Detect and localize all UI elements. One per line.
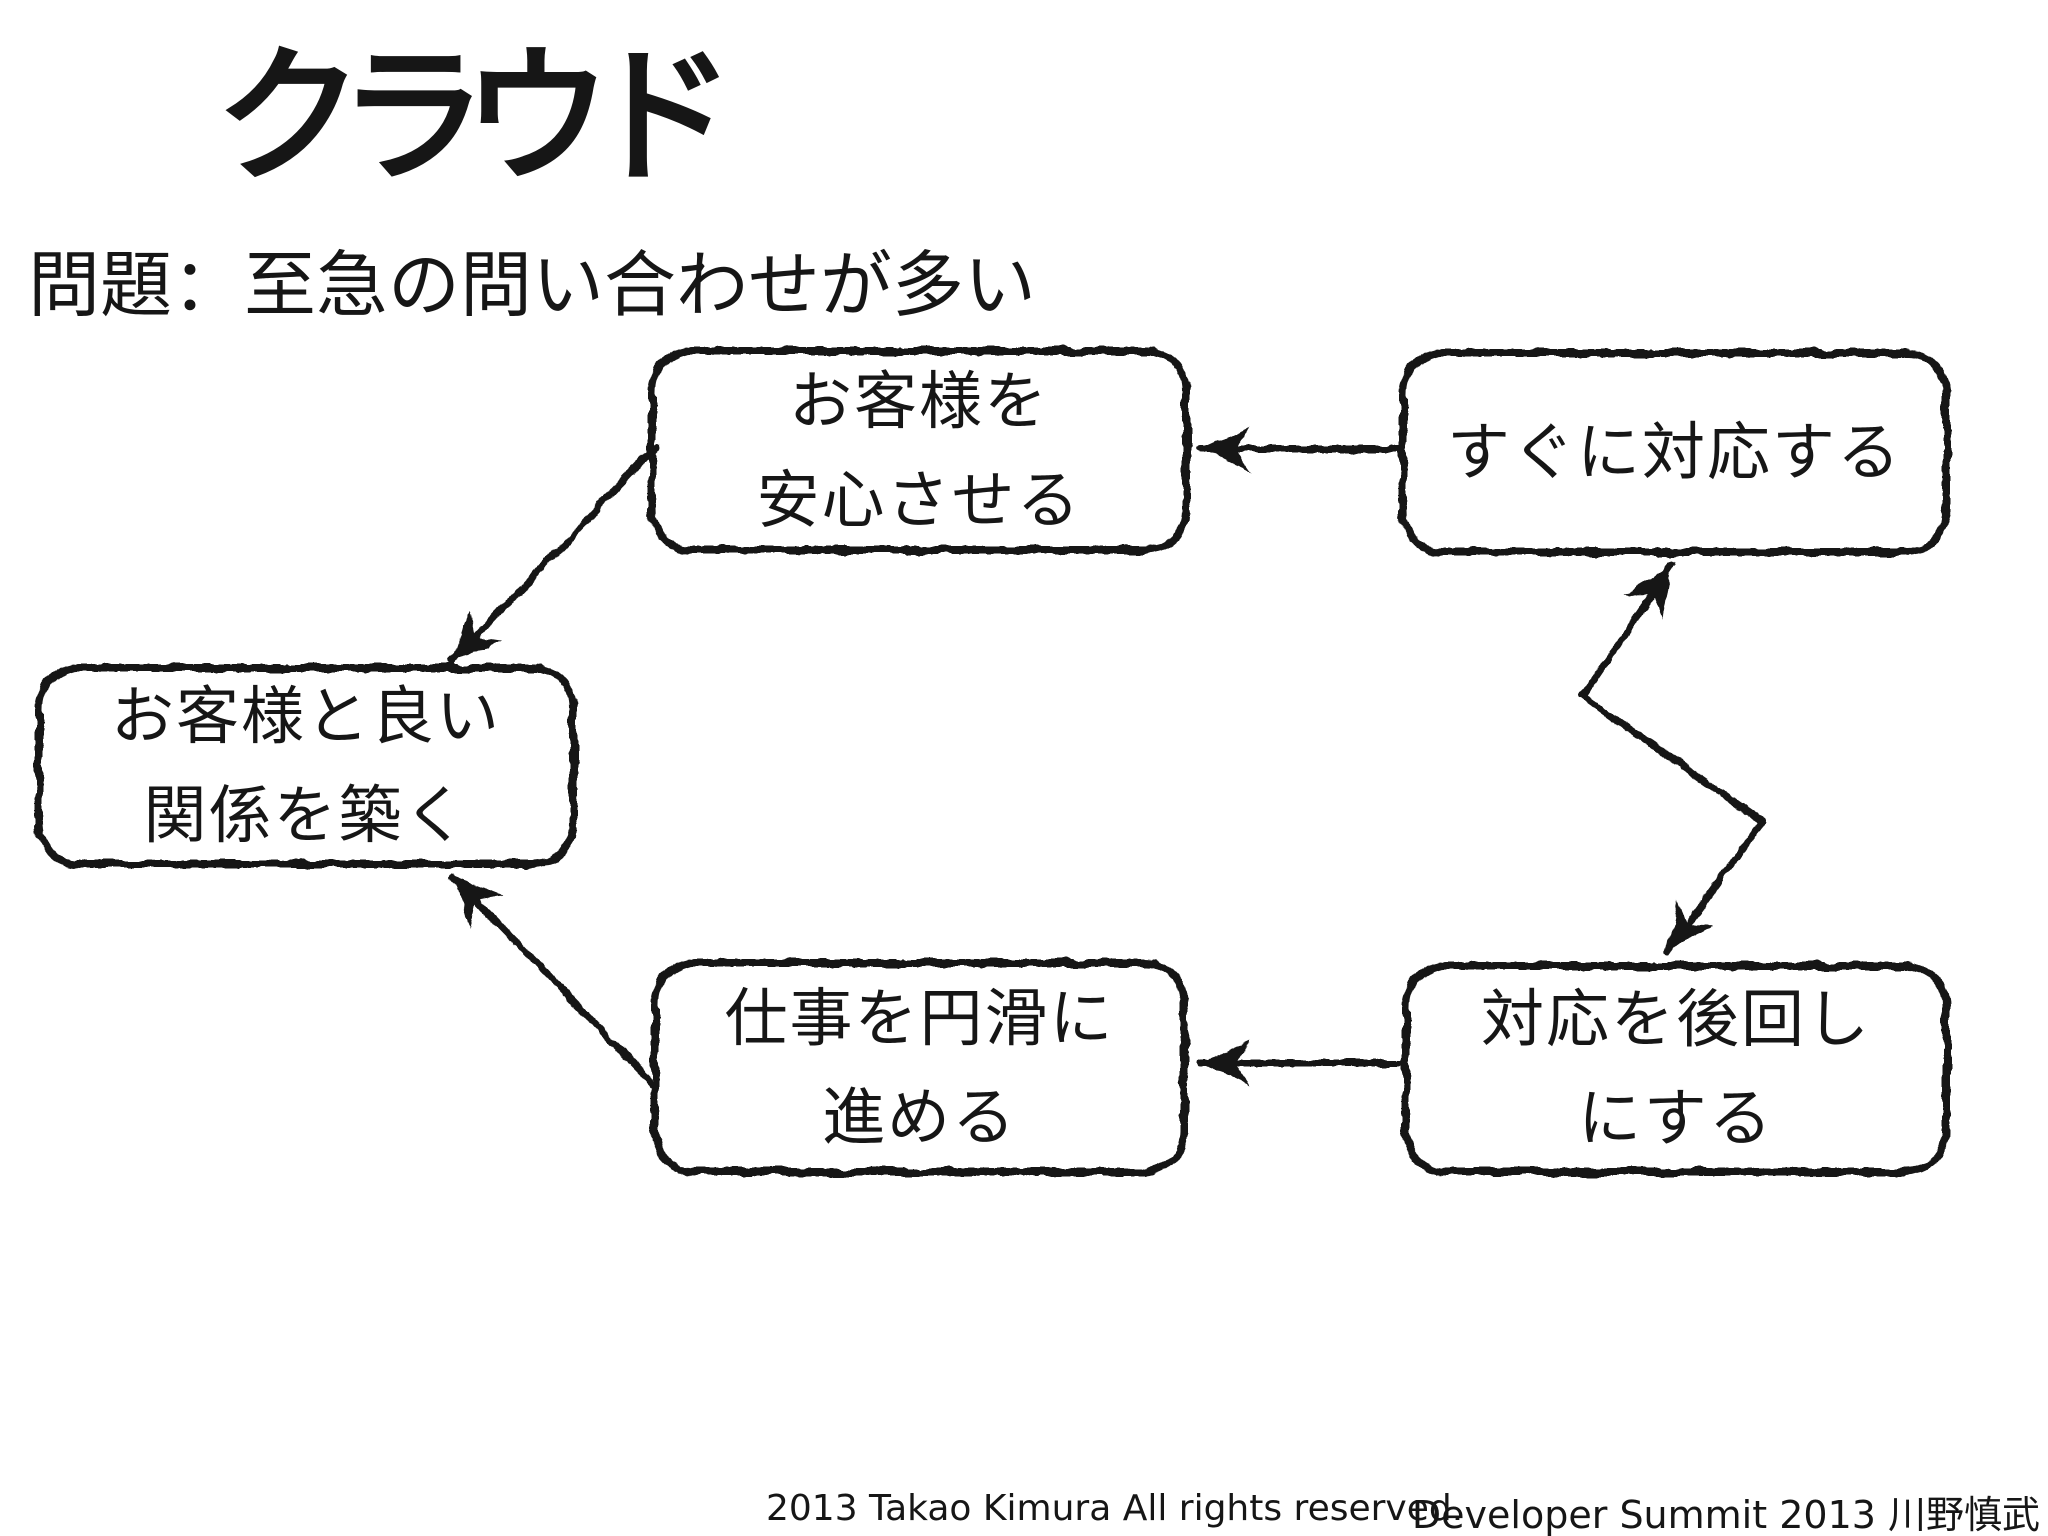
arrowhead-icon	[1200, 1040, 1250, 1086]
edge-respond-immediately-to-postpone-response	[1579, 562, 1766, 956]
arrowhead-icon	[452, 876, 504, 928]
node-build-good-relationship: お客様と良い 関係を築く	[35, 664, 577, 868]
footer-copyright: 2013 Takao Kimura All rights reserved.	[766, 1488, 1464, 1529]
node-label-line: 進める	[822, 1080, 1017, 1154]
problem-statement: 問題：至急の問い合わせが多い	[28, 243, 1037, 327]
node-respond-immediately: すぐに対応する	[1399, 349, 1950, 556]
node-label-line: すぐに対応する	[1447, 416, 1902, 489]
node-label-line: 関係を築く	[143, 779, 469, 852]
edge-line	[448, 872, 657, 1087]
slide-title: クラウド	[215, 31, 735, 203]
node-work-smoothly: 仕事を円滑に 進める	[651, 959, 1188, 1176]
edge-line	[448, 444, 659, 666]
edge-line	[1579, 562, 1766, 956]
footer-credit: Developer Summit 2013 川野慎武	[1411, 1493, 2040, 1536]
edge-postpone-response-to-work-smoothly	[1196, 1040, 1402, 1086]
node-postpone-response: 対応を後回し にする	[1402, 962, 1950, 1176]
arrowhead-icon	[1623, 566, 1671, 621]
node-label-line: お客様を	[789, 364, 1049, 438]
node-reassure-customers: お客様を 安心させる	[648, 347, 1190, 554]
node-label-line: 安心させる	[756, 463, 1082, 537]
node-label-line: にする	[1578, 1082, 1774, 1155]
arrowhead-icon	[1200, 426, 1250, 472]
node-label-line: 仕事を円滑に	[724, 981, 1115, 1055]
node-label-line: 対応を後回し	[1481, 983, 1871, 1056]
edge-respond-immediately-to-reassure-customers	[1196, 426, 1402, 472]
edge-work-smoothly-to-build-good-relationship	[448, 872, 657, 1087]
arrowhead-icon	[1667, 898, 1716, 952]
node-label-line: お客様と良い	[111, 680, 501, 753]
edge-reassure-customers-to-build-good-relationship	[448, 444, 659, 666]
